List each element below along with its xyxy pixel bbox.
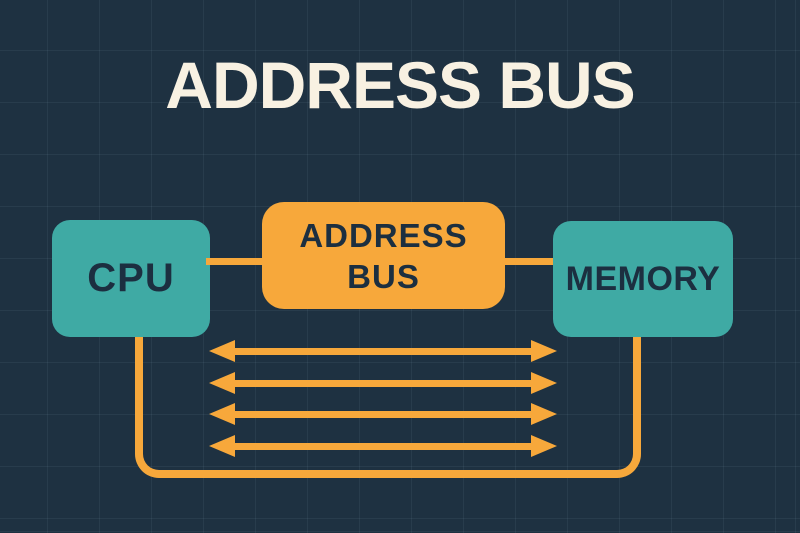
arrowhead-right-icon	[531, 403, 557, 426]
cpu-node: CPU	[52, 220, 210, 337]
bus-line-arrow	[209, 403, 557, 426]
cpu-label: CPU	[87, 256, 175, 300]
arrowhead-right-icon	[531, 371, 557, 394]
cpu-bus-connector	[206, 258, 264, 265]
arrow-shaft	[227, 348, 539, 355]
bus-lines-group	[209, 340, 557, 457]
arrowhead-right-icon	[531, 434, 557, 457]
address-bus-label-line1: ADDRESS	[299, 216, 468, 254]
arrowhead-left-icon	[209, 403, 235, 426]
arrowhead-left-icon	[209, 434, 235, 457]
arrow-shaft	[227, 411, 539, 419]
arrow-shaft	[227, 379, 539, 387]
bus-line-arrow	[209, 371, 557, 394]
address-bus-label-line2: BUS	[347, 257, 420, 295]
page-title: ADDRESS BUS	[165, 48, 635, 122]
arrowhead-right-icon	[531, 340, 557, 362]
memory-label: MEMORY	[565, 259, 721, 298]
cpu-memory-loop-connector	[135, 337, 641, 478]
arrow-shaft	[227, 442, 539, 450]
bus-line-arrow	[209, 340, 557, 362]
arrowhead-left-icon	[209, 340, 235, 362]
address-bus-node: ADDRESS BUS	[262, 202, 505, 309]
memory-node: MEMORY	[553, 221, 733, 337]
bus-line-arrow	[209, 434, 557, 457]
arrowhead-left-icon	[209, 371, 235, 394]
bus-memory-connector	[503, 258, 555, 265]
